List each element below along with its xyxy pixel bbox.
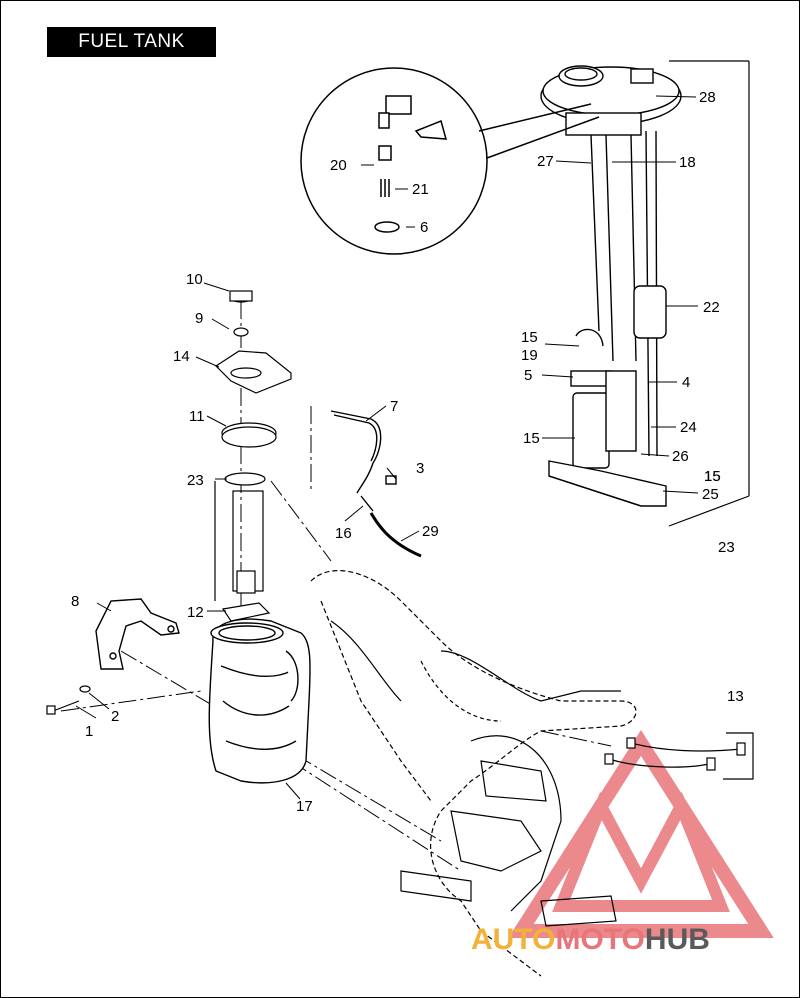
callout-23: 23 [187, 472, 204, 489]
callout-12: 12 [187, 604, 204, 621]
callout-23: 23 [718, 539, 735, 556]
callout-28: 28 [699, 89, 716, 106]
callout-5: 5 [524, 367, 532, 384]
callout-16: 16 [335, 525, 352, 542]
callout-21: 21 [412, 181, 429, 198]
callout-25: 25 [702, 486, 719, 503]
callout-2: 2 [111, 708, 119, 725]
callout-9: 9 [195, 310, 203, 327]
callout-8: 8 [71, 593, 79, 610]
callout-1: 1 [85, 723, 93, 740]
callout-10: 10 [186, 271, 203, 288]
callout-4: 4 [682, 374, 690, 391]
callout-24: 24 [680, 419, 697, 436]
callout-15: 15 [523, 430, 540, 447]
callout-7: 7 [390, 398, 398, 415]
motorcycle-frame [310, 570, 637, 977]
pump-components-left [215, 290, 292, 622]
callout-29: 29 [422, 523, 439, 540]
fuel-line-kit [604, 732, 754, 780]
callout-labels: 1234567891011121314151515151617181920212… [71, 89, 744, 815]
callout-11: 11 [189, 408, 205, 425]
fuel-hoses [330, 410, 422, 558]
watermark-text: AUTOMOTOHUB [471, 923, 710, 956]
callout-26: 26 [672, 448, 689, 465]
callout-15: 15 [704, 468, 721, 485]
callout-14: 14 [173, 348, 190, 365]
leader-lines [75, 95, 699, 800]
watermark-logo-icon [508, 729, 774, 938]
callout-3: 3 [416, 460, 424, 477]
callout-15: 15 [704, 468, 721, 485]
callout-15: 15 [521, 329, 538, 346]
mounting-bracket [95, 598, 180, 670]
callout-18: 18 [679, 154, 696, 171]
callout-20: 20 [330, 157, 347, 174]
inset-circle [300, 67, 600, 255]
page-title: FUEL TANK [47, 27, 216, 57]
assembly-bracket [214, 60, 750, 601]
fuel-pump-assembly [540, 65, 682, 507]
callout-19: 19 [521, 347, 538, 364]
fuel-tank-body [208, 618, 311, 784]
callout-27: 27 [537, 153, 554, 170]
callout-13: 13 [727, 688, 744, 705]
bolt-and-washer [46, 685, 91, 715]
callout-22: 22 [703, 299, 720, 316]
callout-17: 17 [296, 798, 313, 815]
callout-6: 6 [420, 219, 428, 236]
